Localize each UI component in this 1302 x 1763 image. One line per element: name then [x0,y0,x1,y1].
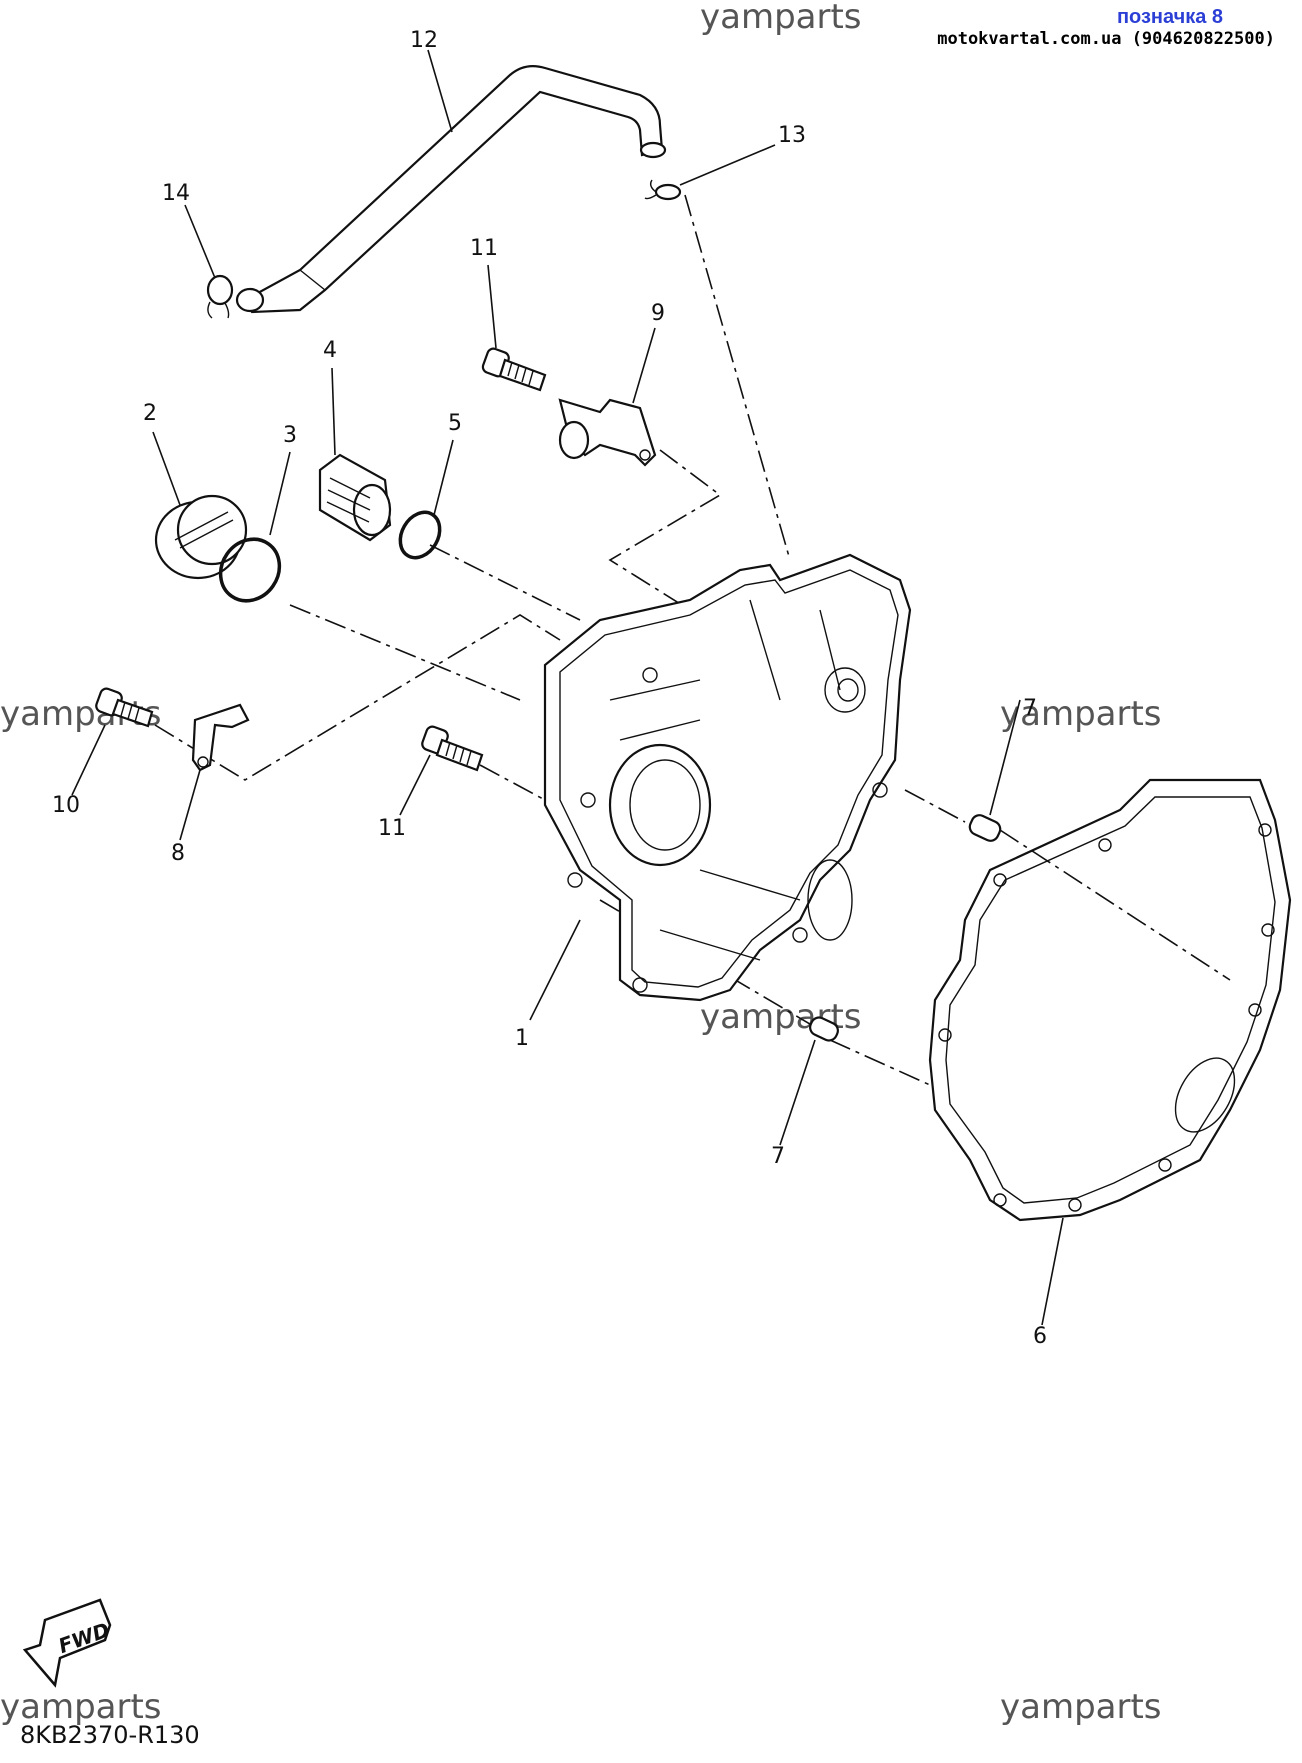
fwd-arrow-icon: FWD [22,1598,113,1688]
callout-7-lower: 7 [771,1144,785,1169]
dowel-pin-7-lower [809,1016,839,1042]
callout-7-upper: 7 [1023,696,1037,721]
clip-14 [206,274,234,319]
o-ring-3 [218,537,282,603]
bolt-10 [95,687,154,728]
callout-6: 6 [1033,1324,1047,1349]
gasket-6 [928,778,1292,1222]
callout-10: 10 [52,793,80,818]
dowel-pin-7-upper [968,814,1002,842]
callout-11-top: 11 [470,236,498,261]
callout-13: 13 [778,123,806,148]
callout-9: 9 [651,301,665,326]
watermark-bottom-right: yamparts [1000,1687,1162,1727]
header-label: позначка 8 [1117,6,1223,28]
callout-4: 4 [323,338,337,363]
callout-5: 5 [448,411,462,436]
bracket-9 [558,398,657,467]
o-ring-5 [398,510,442,560]
diagram-code: 8KB2370-R130 [20,1721,200,1749]
strainer-4 [318,453,392,542]
crankcase-cover-1 [543,553,912,1002]
watermark-right: yamparts [1000,694,1162,734]
watermark-top: yamparts [700,0,862,37]
bolt-11-top [481,347,547,392]
leader-lines [71,49,1064,1326]
breather-hose [235,65,667,314]
clip-13 [644,179,682,201]
callout-12: 12 [410,28,438,53]
bolt-11-mid [421,725,484,772]
bracket-8 [191,703,250,772]
callout-14: 14 [162,181,190,206]
callout-11-mid: 11 [378,816,406,841]
callout-3: 3 [283,423,297,448]
callout-1: 1 [515,1026,529,1051]
plug-2 [154,494,248,580]
callout-2: 2 [143,401,157,426]
header-site: motokvartal.com.ua (904620822500) [937,29,1275,49]
watermark-bottom-left: yamparts [0,1687,162,1727]
callout-8: 8 [171,841,185,866]
